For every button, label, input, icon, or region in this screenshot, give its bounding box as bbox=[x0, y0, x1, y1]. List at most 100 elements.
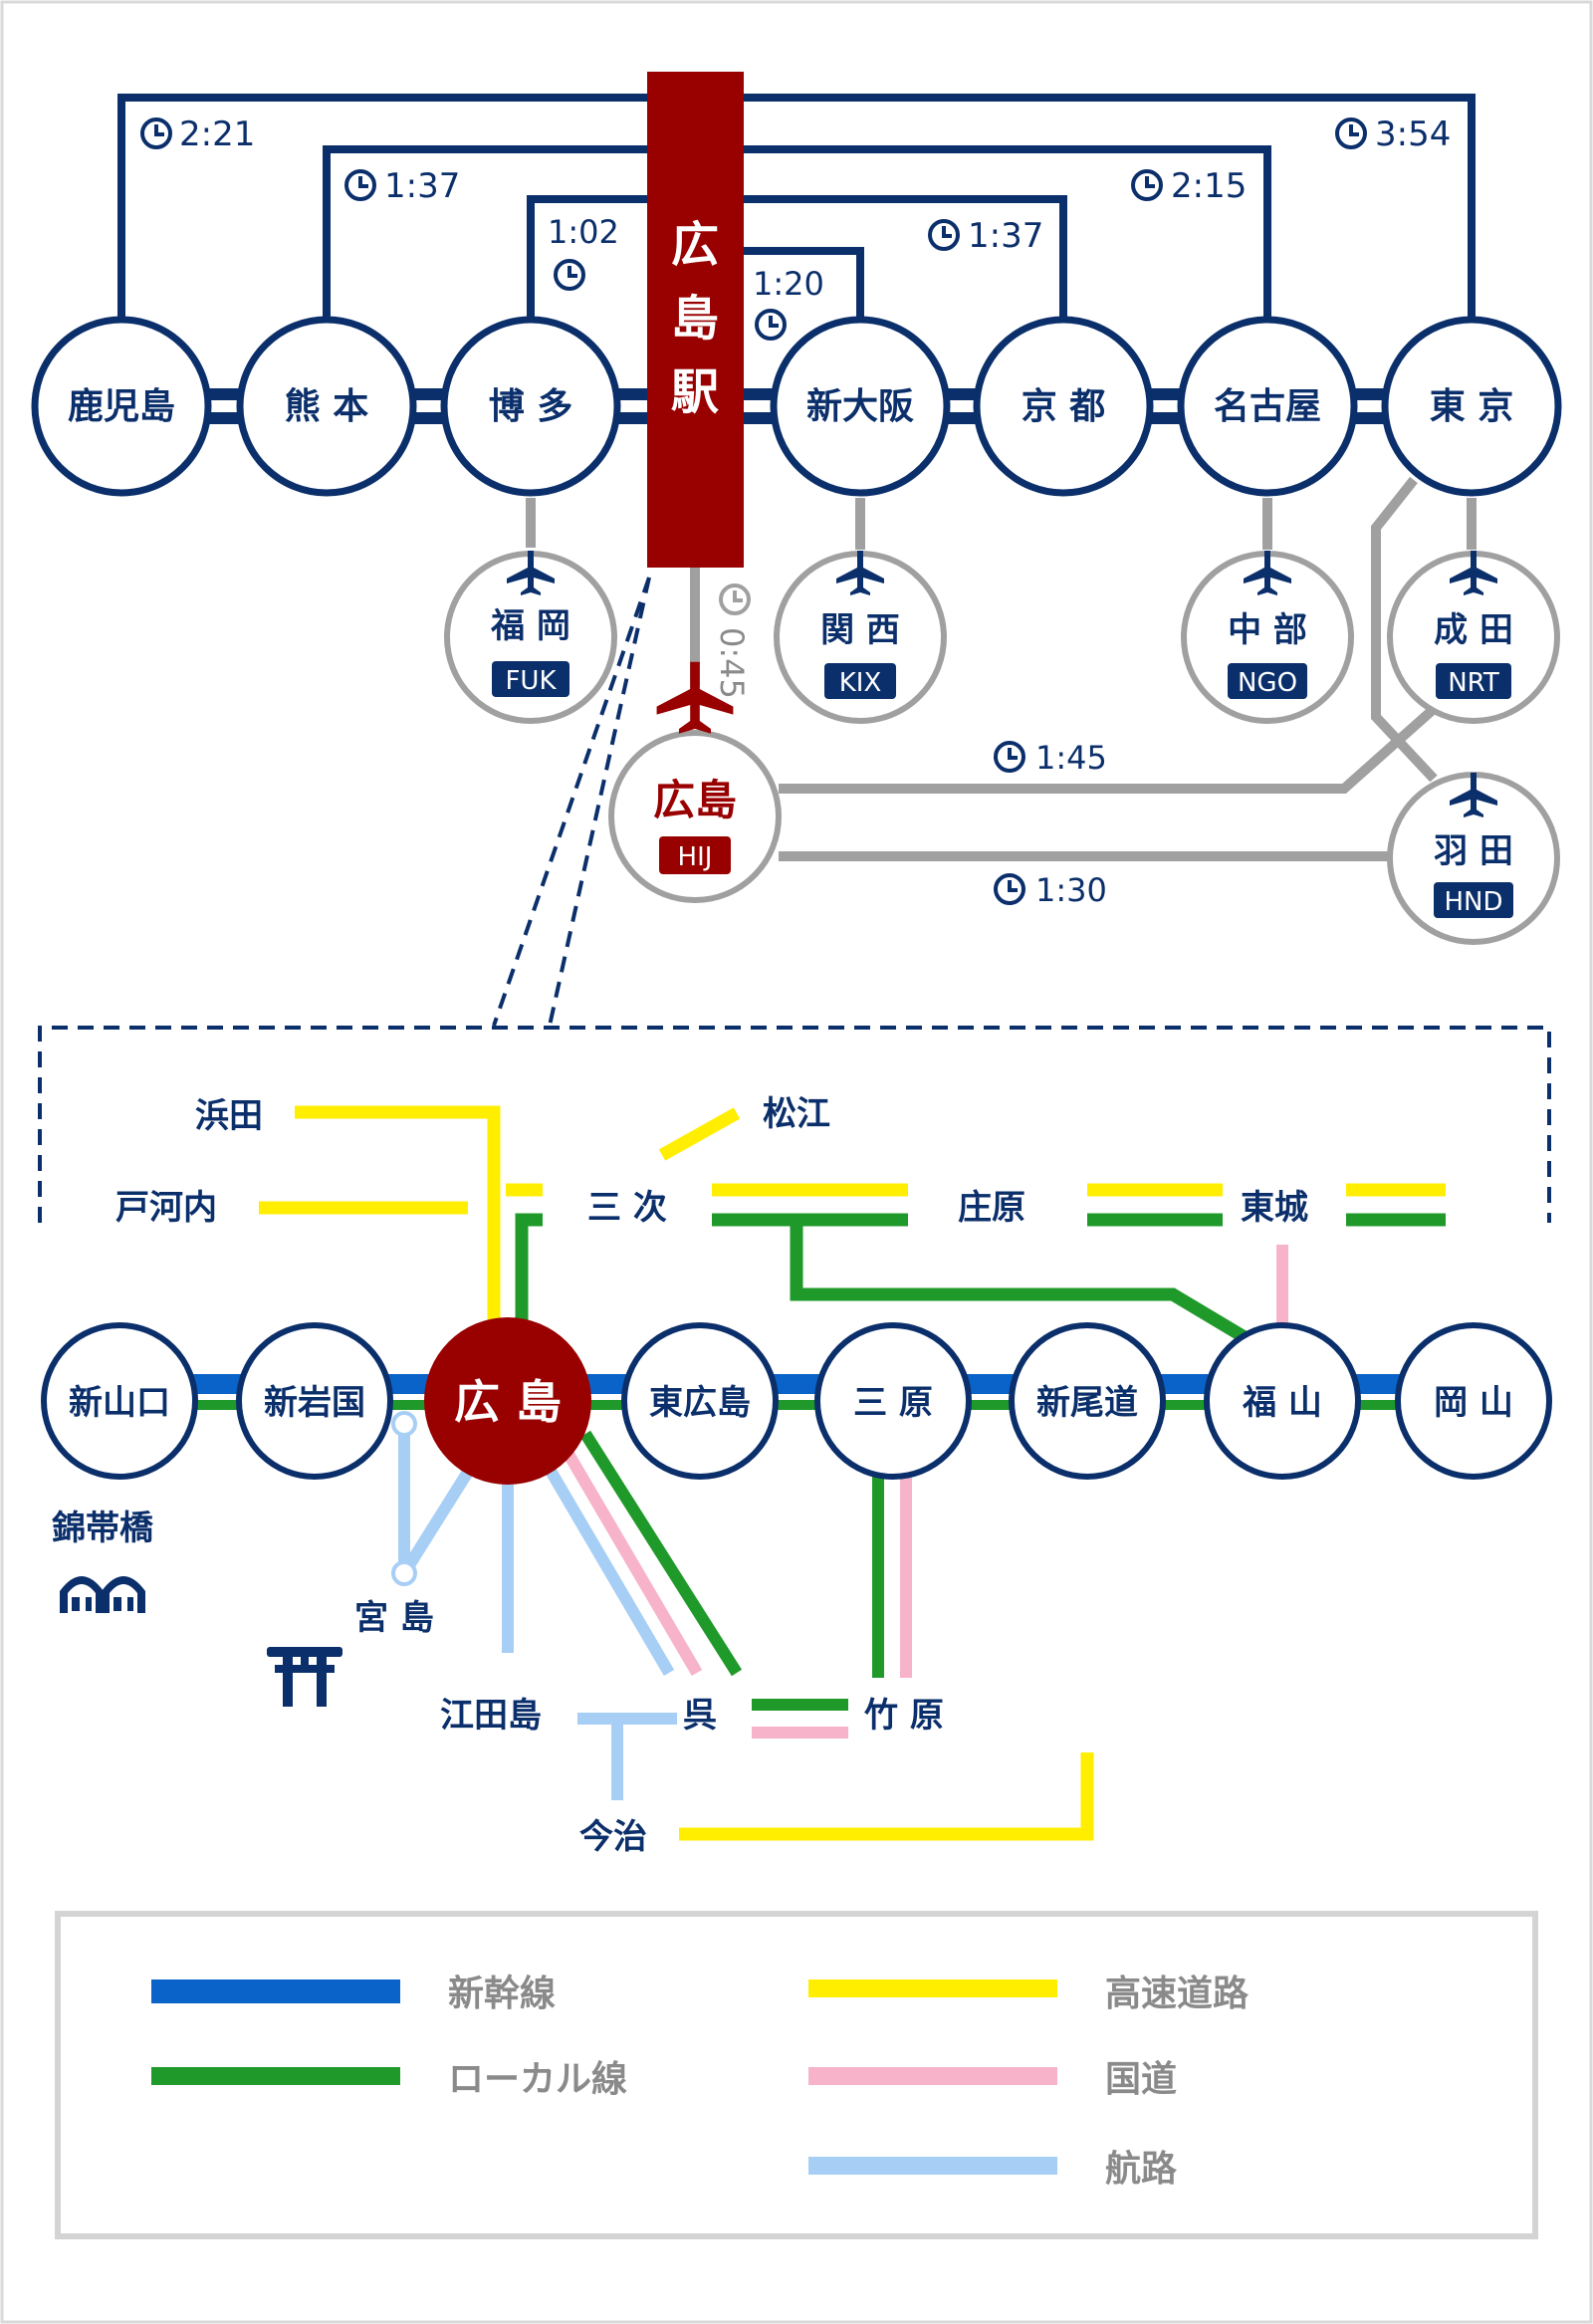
legend-swatch-sea-route bbox=[808, 2157, 1057, 2175]
station-label: 京 都 bbox=[1022, 385, 1106, 427]
station-shiniwakuni: 新岩国 bbox=[236, 1322, 393, 1480]
airport-name: 中 部 bbox=[1228, 610, 1307, 650]
station-tokyo: 東 京 bbox=[1381, 316, 1562, 497]
time-labels: 2:21 1:37 1:02 1:20 1:37 2:15 bbox=[140, 115, 1451, 341]
hub-char-1: 広 bbox=[671, 217, 719, 273]
airport-hij: 広島 HIJ bbox=[608, 661, 782, 903]
place-kure: 呉 bbox=[683, 1696, 717, 1736]
time-kyoto: 1:37 bbox=[968, 216, 1043, 256]
time-hakata: 1:02 bbox=[548, 213, 619, 251]
clock-icon bbox=[994, 873, 1025, 905]
airport-code: KIX bbox=[839, 668, 882, 698]
station-shinonomichi: 新尾道 bbox=[1009, 1322, 1166, 1480]
place-kintaikyo: 錦帯橋 bbox=[52, 1509, 153, 1548]
place-imabari: 今治 bbox=[579, 1817, 647, 1857]
zoom-callout bbox=[38, 577, 1551, 1223]
station-higashihiroshima: 東広島 bbox=[621, 1322, 779, 1480]
place-miyoshi: 三 次 bbox=[587, 1188, 667, 1228]
legend-swatch-national-road bbox=[808, 2067, 1057, 2085]
legend-label-shinkansen: 新幹線 bbox=[448, 1973, 556, 2014]
time-kumamoto: 1:37 bbox=[384, 166, 460, 206]
station-hakata: 博 多 bbox=[440, 316, 621, 497]
station-nagoya: 名古屋 bbox=[1177, 316, 1358, 497]
hub-char-2: 島 bbox=[671, 291, 719, 347]
airport-code: HND bbox=[1444, 887, 1502, 917]
airport-name: 広島 bbox=[653, 776, 737, 824]
station-label: 三 原 bbox=[853, 1383, 933, 1423]
bracket-shinosaka bbox=[737, 247, 864, 319]
airport-name: 関 西 bbox=[820, 610, 900, 650]
airport-name: 福 岡 bbox=[490, 606, 570, 646]
time-hij-nrt: 1:45 bbox=[1035, 739, 1107, 777]
station-label: 新大阪 bbox=[806, 386, 914, 427]
airports: 福 岡 FUK 関 西 KIX 中 部 NGO bbox=[444, 551, 1560, 945]
airport-code: HIJ bbox=[678, 842, 713, 872]
clock-icon bbox=[1131, 169, 1163, 201]
ferry-terminal-dot bbox=[391, 1411, 417, 1437]
clock-icon bbox=[719, 583, 751, 615]
station-label: 広 島 bbox=[454, 1375, 562, 1429]
regional-stations: 新山口 新岩国 広 島 東広島 三 原 新尾道 福 山 岡 山 bbox=[41, 1317, 1552, 1485]
place-tokochi: 戸河内 bbox=[115, 1188, 217, 1228]
time-tokyo: 3:54 bbox=[1375, 115, 1451, 154]
place-etajima: 江田島 bbox=[440, 1696, 542, 1736]
time-hij-hnd: 1:30 bbox=[1035, 871, 1107, 909]
southern-routes bbox=[398, 1424, 912, 1800]
clock-icon bbox=[755, 309, 787, 341]
station-shinosaka: 新大阪 bbox=[770, 316, 951, 497]
bracket-hakata-kyoto bbox=[527, 195, 1067, 319]
clock-icon bbox=[140, 117, 172, 149]
legend-label-local-line: ローカル線 bbox=[448, 2059, 627, 2100]
station-label: 東広島 bbox=[649, 1383, 751, 1423]
airport-code: NGO bbox=[1238, 668, 1297, 698]
station-fukuyama: 福 山 bbox=[1204, 1322, 1361, 1480]
station-hiroshima: 広 島 bbox=[424, 1317, 591, 1485]
place-hamada: 浜田 bbox=[195, 1096, 263, 1136]
bridge-icon bbox=[60, 1576, 145, 1613]
airplane-icon bbox=[656, 661, 734, 734]
air-times: 1:45 1:30 bbox=[994, 739, 1107, 909]
airport-nrt: 成 田 NRT bbox=[1387, 551, 1560, 724]
place-tojo: 東城 bbox=[1241, 1188, 1308, 1228]
local-line-north bbox=[515, 1213, 1446, 1355]
clock-icon bbox=[1335, 117, 1367, 149]
station-label: 岡 山 bbox=[1434, 1383, 1513, 1423]
place-shobara: 庄原 bbox=[958, 1188, 1025, 1228]
hub-hiroshima-station: 広 島 駅 bbox=[647, 72, 744, 568]
legend-label-sea-route: 航路 bbox=[1105, 2148, 1178, 2190]
station-label: 博 多 bbox=[489, 386, 573, 427]
legend-label-national-road: 国道 bbox=[1105, 2059, 1177, 2100]
station-label: 福 山 bbox=[1242, 1383, 1322, 1423]
top-stations: 鹿児島 熊 本 博 多 新大阪 京 都 名古屋 東 京 bbox=[31, 316, 1562, 497]
legend-swatch-expressway bbox=[808, 1979, 1057, 1997]
airport-code: NRT bbox=[1448, 668, 1499, 698]
airport-code: FUK bbox=[505, 666, 557, 696]
ferry-terminal-dot bbox=[391, 1560, 417, 1586]
airplane-icon bbox=[507, 551, 555, 595]
station-label: 新岩国 bbox=[264, 1383, 365, 1423]
time-kagoshima: 2:21 bbox=[179, 115, 255, 154]
station-label: 名古屋 bbox=[1214, 386, 1321, 427]
time-hub-airport: 0:45 bbox=[713, 627, 751, 699]
clock-icon bbox=[554, 259, 585, 291]
airport-fuk: 福 岡 FUK bbox=[444, 551, 617, 724]
bracket-kagoshima-tokyo bbox=[117, 94, 1476, 319]
station-kagoshima: 鹿児島 bbox=[31, 316, 212, 497]
airport-ngo: 中 部 NGO bbox=[1181, 551, 1354, 724]
bracket-kumamoto-nagoya bbox=[323, 145, 1271, 319]
hub-char-3: 駅 bbox=[671, 364, 719, 420]
station-kyoto: 京 都 bbox=[973, 316, 1154, 497]
air-connectors bbox=[526, 476, 1477, 861]
legend-label-expressway: 高速道路 bbox=[1105, 1974, 1250, 2014]
station-shinyamaguchi: 新山口 bbox=[41, 1322, 198, 1480]
station-kumamoto: 熊 本 bbox=[236, 316, 417, 497]
station-label: 東 京 bbox=[1430, 385, 1514, 427]
legend: 新幹線 ローカル線 高速道路 国道 航路 bbox=[55, 1911, 1538, 2239]
place-matsue: 松江 bbox=[763, 1094, 830, 1134]
clock-icon bbox=[344, 169, 376, 201]
airport-name: 成 田 bbox=[1434, 610, 1513, 650]
airport-hnd: 羽 田 HND bbox=[1387, 772, 1560, 945]
airport-name: 羽 田 bbox=[1434, 831, 1513, 871]
time-brackets bbox=[117, 94, 1476, 319]
